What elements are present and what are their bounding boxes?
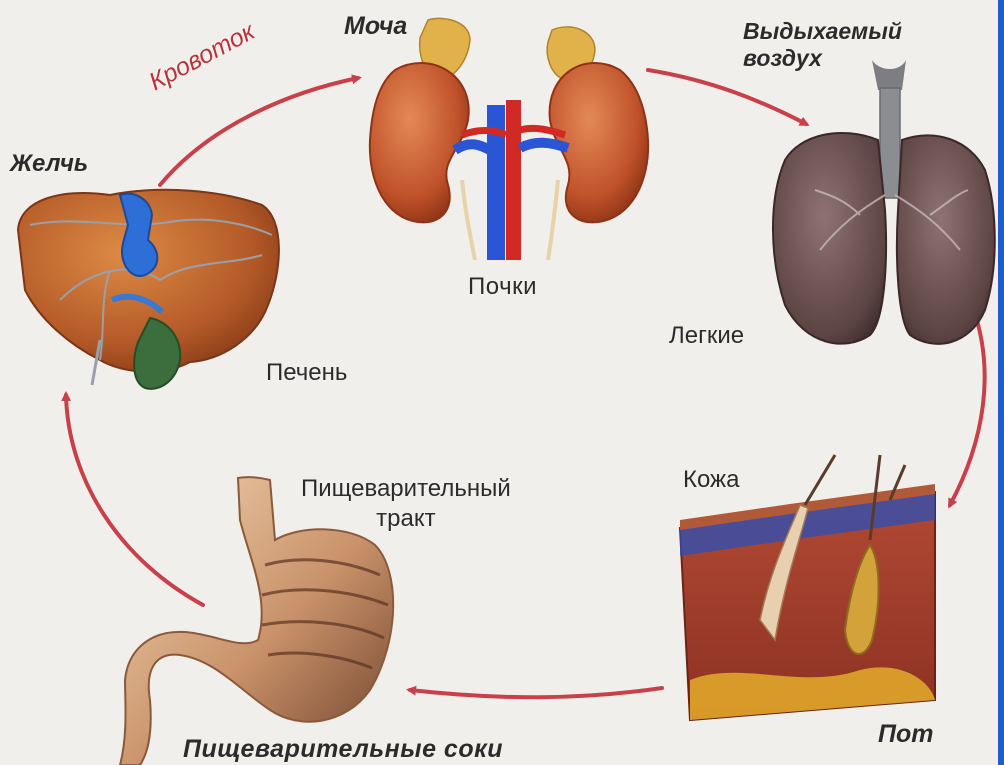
arrow-lungs-to-skin (948, 306, 987, 509)
lungs-illustration (772, 60, 996, 345)
label-digestive-tract-line1: Пищеварительный (301, 475, 511, 502)
arrow-skin-to-stomach (406, 685, 664, 700)
label-exhaled-air-line2: воздух (743, 45, 822, 71)
label-bile: Желчь (10, 150, 89, 177)
label-exhaled-air-line1: Выдыхаемый (743, 18, 902, 44)
label-urine: Моча (344, 12, 408, 40)
liver-illustration (16, 188, 280, 390)
kidneys-illustration (368, 17, 650, 261)
label-kidneys: Почки (468, 273, 537, 300)
label-exhaled-air: Выдыхаемый воздух (743, 18, 902, 72)
cycle-arrows (61, 68, 987, 700)
label-liver: Печень (266, 359, 348, 386)
label-digestive-tract: Пищеварительный тракт (301, 474, 511, 534)
arrow-stomach-to-liver (61, 391, 205, 607)
label-lungs: Легкие (669, 322, 745, 349)
stomach-illustration (118, 476, 395, 765)
arrow-liver-to-kidneys (158, 74, 362, 187)
arrow-kidneys-to-lungs (646, 68, 810, 126)
label-digestive-tract-line2: тракт (376, 505, 436, 532)
label-skin: Кожа (683, 466, 740, 493)
skin-illustration (678, 454, 936, 722)
frame-edge (998, 0, 1004, 765)
label-sweat: Пот (878, 720, 934, 748)
label-digestive-juices: Пищеварительные соки (183, 735, 504, 763)
